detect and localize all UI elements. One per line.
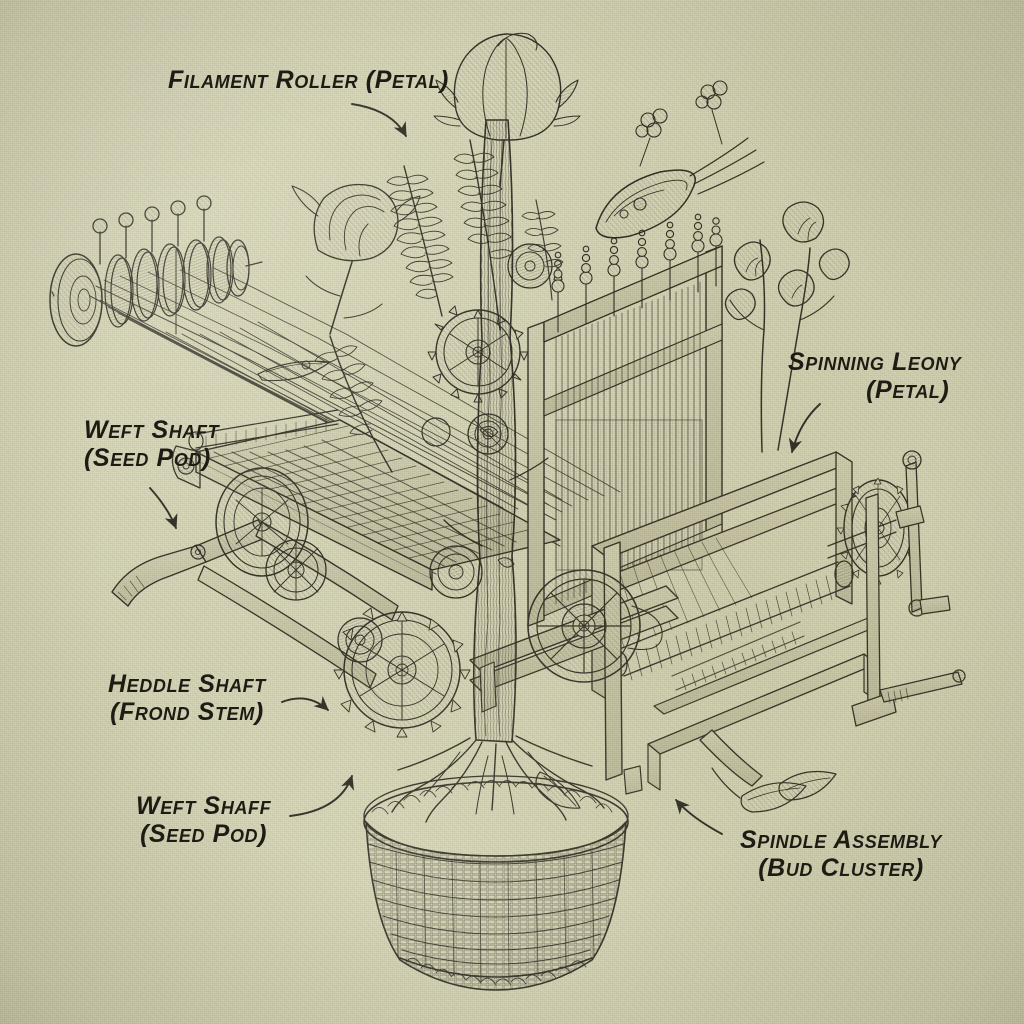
flying-shuttle (595, 137, 765, 239)
shuttle-motion-lines (689, 137, 765, 195)
callout-spindle-assembly-line2: (Bud Cluster) (758, 854, 924, 882)
cotton-boll-branch (724, 201, 850, 453)
spindle-finials (551, 213, 723, 333)
callout-weft-shaft-lower-line1: Weft Shaff (136, 792, 272, 820)
tree-roots (391, 735, 605, 823)
crank-handle-knob (952, 669, 966, 683)
fern-fronds (314, 139, 564, 473)
tulip-bloom (433, 32, 581, 187)
rose-bloom (291, 183, 421, 335)
callout-heddle-shaft-line2: (Frond Stem) (110, 698, 264, 726)
arrow-spindle-assembly (675, 799, 723, 835)
arrow-weft-shaft-lower (289, 774, 355, 817)
callout-arrows (149, 103, 821, 835)
callout-weft-shaft-lower: Weft Shaff (Seed Pod) (136, 792, 271, 848)
callout-heddle-shaft-line1: Heddle Shaft (108, 670, 266, 698)
front-drive-wheel (527, 569, 641, 683)
blossom-sprigs (635, 80, 728, 167)
callout-weft-shaft-upper: Weft Shaft (Seed Pod) (84, 416, 219, 472)
callout-heddle-shaft: Heddle Shaft (Frond Stem) (108, 670, 266, 726)
central-tree-trunk (391, 119, 605, 823)
callout-weft-shaft-upper-line2: (Seed Pod) (84, 444, 211, 472)
wicker-basket (363, 775, 629, 991)
callout-spinning-leony-line1: Spinning Leony (788, 348, 962, 376)
warp-beam-roller (49, 195, 263, 347)
callout-spindle-assembly-line1: Spindle Assembly (740, 826, 943, 854)
arrow-heddle-shaft (281, 696, 329, 711)
callout-filament-roller-text: Filament Roller (Petal) (168, 66, 449, 94)
arrow-filament-roller (351, 103, 407, 138)
shuttle-on-warp (257, 360, 331, 382)
leaf-sprays (535, 767, 837, 813)
gear-mid-cluster (265, 539, 483, 601)
warp-beam-pins (92, 195, 212, 265)
gear-train (265, 243, 553, 738)
gear-small-pair (337, 243, 553, 663)
cam-ball (421, 417, 451, 447)
callout-weft-shaft-upper-line1: Weft Shaft (84, 416, 220, 444)
shuttle-bobbin (633, 197, 647, 211)
callout-spindle-assembly: Spindle Assembly (Bud Cluster) (740, 826, 942, 882)
right-crank-assembly (827, 450, 966, 727)
front-frame-assembly (469, 541, 763, 795)
callout-weft-shaft-lower-line2: (Seed Pod) (140, 820, 268, 848)
callout-filament-roller: Filament Roller (Petal) (168, 66, 449, 94)
basket-weave-bands (367, 843, 625, 965)
callout-spinning-leony: Spinning Leony (Petal) (788, 348, 961, 404)
callout-spinning-leony-line2: (Petal) (866, 376, 950, 404)
crank-knob-top (902, 450, 922, 470)
arrow-spinning-leony (788, 403, 821, 454)
loom-heddle-frame (527, 213, 723, 627)
arrow-weft-shaft-upper (149, 487, 178, 530)
